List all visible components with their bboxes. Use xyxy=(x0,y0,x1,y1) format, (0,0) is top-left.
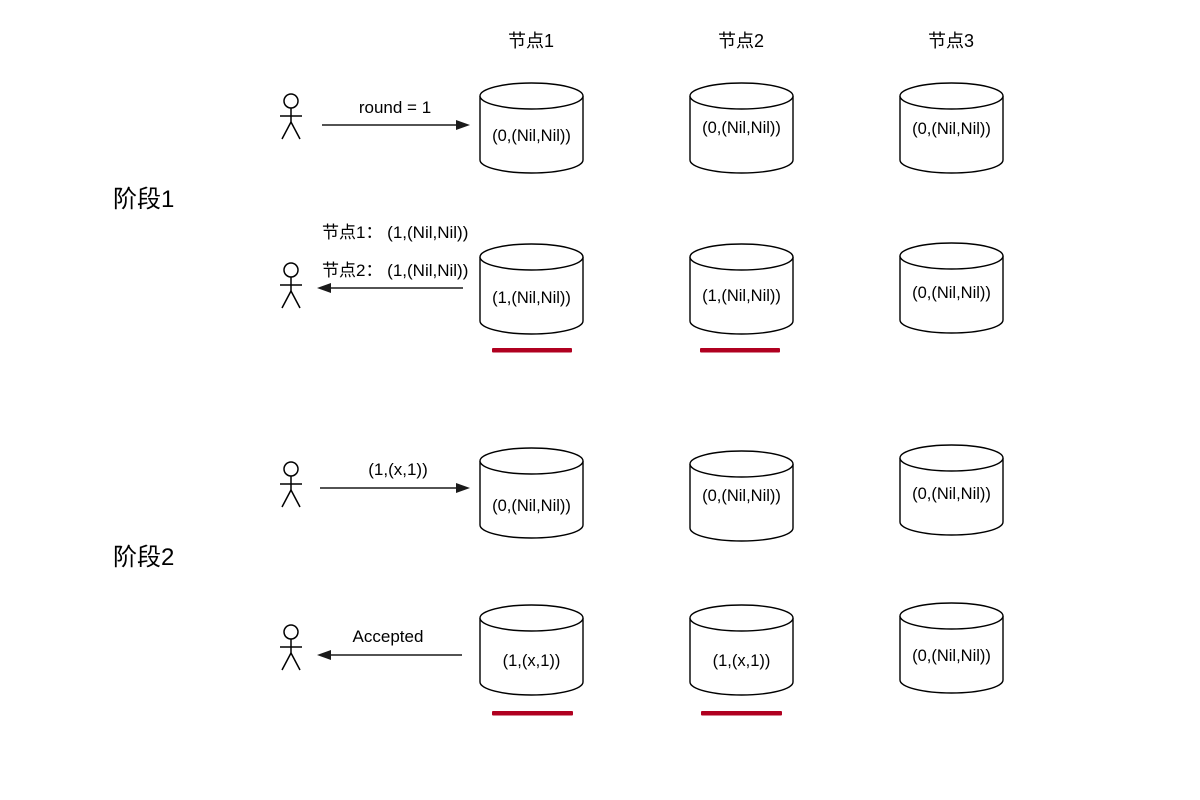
node2-storage-value: (0,(Nil,Nil)) xyxy=(702,487,781,505)
accepted-arrow-left-icon xyxy=(317,650,331,660)
node3-storage-value: (0,(Nil,Nil)) xyxy=(912,120,991,138)
node1-storage-value: (0,(Nil,Nil)) xyxy=(492,497,571,515)
node3-storage-value: (0,(Nil,Nil)) xyxy=(912,647,991,665)
client-actor-icon xyxy=(279,624,303,671)
phase1-promise-row: 节点1： (1,(Nil,Nil)) 节点2： (1,(Nil,Nil)) (1… xyxy=(279,223,1004,353)
promise-reply-node1-label: 节点1： (1,(Nil,Nil)) xyxy=(322,223,468,242)
promise-arrow-left-icon xyxy=(317,283,331,293)
client-actor-icon xyxy=(279,461,303,508)
node1-highlight-underline xyxy=(492,711,573,716)
node3-storage-value: (0,(Nil,Nil)) xyxy=(912,284,991,302)
prepare-arrow-right-icon xyxy=(456,120,470,130)
column-header-node3: 节点3 xyxy=(928,31,974,51)
phase1-label: 阶段1 xyxy=(113,186,174,213)
node2-storage-value: (1,(Nil,Nil)) xyxy=(702,287,781,305)
promise-reply-node2-label: 节点2： (1,(Nil,Nil)) xyxy=(322,261,468,280)
node1-storage-value: (1,(x,1)) xyxy=(503,652,561,670)
accepted-message-label: Accepted xyxy=(353,627,424,646)
column-headers: 节点1 节点2 节点3 xyxy=(508,31,974,51)
node2-storage-cylinder xyxy=(689,604,794,696)
prepare-message-label: round = 1 xyxy=(359,98,431,117)
column-header-node1: 节点1 xyxy=(508,31,554,51)
accept-arrow-right-icon xyxy=(456,483,470,493)
node3-storage-value: (0,(Nil,Nil)) xyxy=(912,485,991,503)
phase2-label: 阶段2 xyxy=(113,544,174,571)
node1-storage-value: (0,(Nil,Nil)) xyxy=(492,127,571,145)
client-actor-icon xyxy=(279,93,303,140)
node1-highlight-underline xyxy=(492,348,572,353)
node2-storage-value: (0,(Nil,Nil)) xyxy=(702,119,781,137)
column-header-node2: 节点2 xyxy=(718,31,764,51)
phase2-accepted-row: Accepted (1,(x,1)) (1,(x,1)) (0,(Nil,Nil… xyxy=(279,602,1004,716)
client-actor-icon xyxy=(279,262,303,309)
node1-storage-cylinder xyxy=(479,604,584,696)
node2-highlight-underline xyxy=(701,711,782,716)
node1-storage-cylinder xyxy=(479,447,584,539)
node2-storage-value: (1,(x,1)) xyxy=(713,652,771,670)
phase2-accept-row: (1,(x,1)) (0,(Nil,Nil)) (0,(Nil,Nil)) (0… xyxy=(279,444,1004,542)
node1-storage-value: (1,(Nil,Nil)) xyxy=(492,289,571,307)
phase1-prepare-row: round = 1 (0,(Nil,Nil)) (0,(Nil,Nil)) (0… xyxy=(279,82,1004,174)
accept-message-label: (1,(x,1)) xyxy=(368,460,428,479)
node2-highlight-underline xyxy=(700,348,780,353)
